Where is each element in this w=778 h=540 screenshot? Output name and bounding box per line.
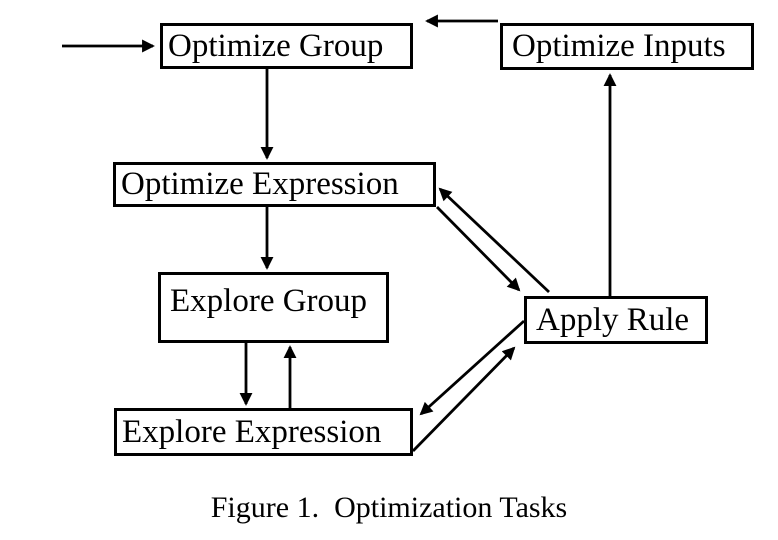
node-apply-rule-label: Apply Rule: [536, 301, 690, 338]
node-explore-expression: Explore Expression: [114, 408, 413, 456]
node-optimize-inputs: Optimize Inputs: [500, 23, 754, 70]
edge-explore-expression-to-apply-rule-arrow: [412, 346, 516, 452]
node-explore-group: Explore Group: [158, 272, 389, 343]
edge-optimize-expression-to-apply-rule-arrow: [436, 206, 521, 292]
node-explore-expression-label: Explore Expression: [122, 413, 382, 450]
figure-caption: Figure 1. Optimization Tasks: [210, 491, 568, 524]
edge-apply-rule-to-optimize-expression-arrow: [438, 187, 550, 294]
node-optimize-group: Optimize Group: [160, 23, 413, 69]
edge-apply-rule-to-explore-expression-arrow: [419, 319, 525, 416]
node-optimize-inputs-label: Optimize Inputs: [512, 28, 726, 64]
node-explore-group-label: Explore Group: [170, 283, 368, 319]
node-optimize-expression: Optimize Expression: [113, 162, 436, 207]
node-optimize-expression-label: Optimize Expression: [121, 166, 399, 202]
node-apply-rule: Apply Rule: [524, 296, 708, 344]
node-optimize-group-label: Optimize Group: [168, 27, 384, 64]
